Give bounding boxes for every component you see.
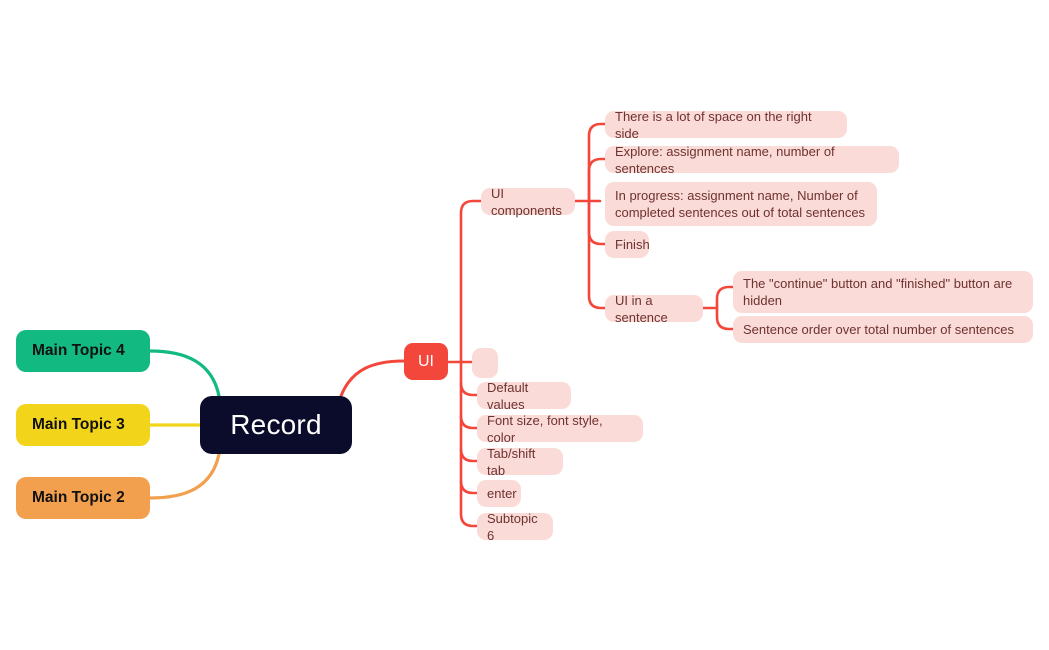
font-size-style-color-node[interactable]: Font size, font style, color <box>477 413 643 445</box>
subtopic-6-label: Subtopic 6 <box>487 510 538 543</box>
in-progress-node[interactable]: In progress: assignment name, Number of … <box>605 182 877 226</box>
ui-in-a-sentence-node[interactable]: UI in a sentence <box>605 293 703 325</box>
connector-main-topic-4 <box>148 349 221 398</box>
finish-label: Finish <box>615 237 650 252</box>
sentence-order-label: Sentence order over total number of sent… <box>743 322 1014 337</box>
main-topic-3-label: Main Topic 3 <box>32 416 125 433</box>
ui-branch-label: UI <box>418 352 434 370</box>
root-node[interactable]: Record <box>200 396 352 454</box>
connector-to-space-right-side <box>587 122 607 203</box>
main-topic-4-label: Main Topic 4 <box>32 342 125 359</box>
main-topic-2-node[interactable]: Main Topic 2 <box>16 477 150 519</box>
main-topic-4-node[interactable]: Main Topic 4 <box>16 330 150 372</box>
connector-trunk-down <box>459 360 479 528</box>
explore-node[interactable]: Explore: assignment name, number of sent… <box>605 144 899 176</box>
connector-to-enter <box>459 479 479 495</box>
main-topic-2-label: Main Topic 2 <box>32 489 125 506</box>
connector-to-ui-in-a-sentence <box>587 199 607 310</box>
connector-to-finish <box>587 199 607 246</box>
sentence-order-node[interactable]: Sentence order over total number of sent… <box>733 316 1033 343</box>
ui-branch-node[interactable]: UI <box>404 343 448 380</box>
connector-to-continue-finished-hidden <box>715 285 735 310</box>
space-right-side-node[interactable]: There is a lot of space on the right sid… <box>605 109 847 141</box>
ui-components-label: UI components <box>491 185 562 218</box>
continue-finished-hidden-label: The "continue" button and "finished" but… <box>743 276 1013 308</box>
subtopic-6-node[interactable]: Subtopic 6 <box>477 511 553 543</box>
finish-node[interactable]: Finish <box>605 231 650 258</box>
in-progress-label: In progress: assignment name, Number of … <box>615 188 866 220</box>
connector-to-default-values <box>459 381 479 397</box>
font-size-style-color-label: Font size, font style, color <box>487 412 603 445</box>
main-topic-3-node[interactable]: Main Topic 3 <box>16 404 150 446</box>
connector-to-explore <box>587 157 607 203</box>
connector-to-sentence-order <box>715 306 735 331</box>
ui-in-a-sentence-label: UI in a sentence <box>615 292 668 325</box>
default-values-label: Default values <box>487 379 529 412</box>
ui-components-node[interactable]: UI components <box>481 186 575 218</box>
explore-label: Explore: assignment name, number of sent… <box>615 143 835 176</box>
space-right-side-label: There is a lot of space on the right sid… <box>615 108 812 141</box>
default-values-node[interactable]: Default values <box>477 380 571 412</box>
tab-shift-tab-label: Tab/shift tab <box>487 445 536 478</box>
continue-finished-hidden-node[interactable]: The "continue" button and "finished" but… <box>733 271 1033 313</box>
enter-label: enter <box>487 486 517 501</box>
tab-shift-tab-node[interactable]: Tab/shift tab <box>477 446 563 478</box>
enter-node[interactable]: enter <box>477 480 521 507</box>
connector-root-to-ui <box>339 359 406 398</box>
root-label: Record <box>230 409 322 440</box>
connector-trunk-to-ui-components <box>459 199 483 364</box>
empty-subtopic-node[interactable] <box>472 348 498 378</box>
connector-to-font-size <box>459 414 479 430</box>
connector-main-topic-2 <box>148 452 221 500</box>
connector-to-tab-shift-tab <box>459 447 479 463</box>
